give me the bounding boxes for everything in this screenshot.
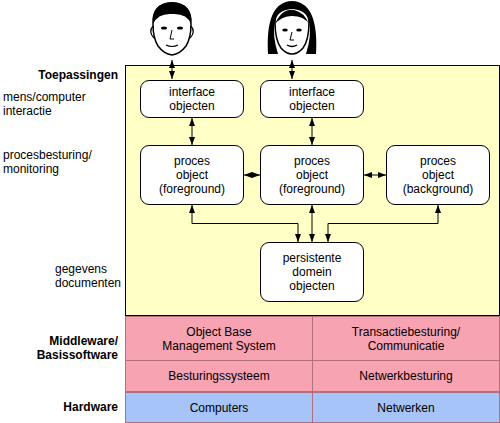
- node-text: proces object (background): [403, 154, 474, 196]
- connector-arrow: [312, 118, 313, 145]
- row-label: gegevens documenten: [55, 262, 123, 290]
- middleware-cell: Netwerkbesturing: [312, 360, 500, 392]
- node-text: interface objecten: [169, 85, 215, 113]
- interface-box: interface objecten: [140, 80, 244, 118]
- hardware-cell: Netwerken: [312, 392, 500, 423]
- user-arrow: [292, 60, 293, 79]
- user-male: [151, 2, 194, 55]
- node-text: Object Base Management System: [157, 325, 282, 353]
- middleware-cell: Transactiebesturing/ Communicatie: [312, 316, 500, 361]
- hardware-band: [125, 392, 500, 423]
- process-box: proces object (foreground): [260, 145, 364, 205]
- connector-arrow: [312, 205, 313, 242]
- node-text: persistente domein objecten: [283, 251, 342, 293]
- node-text: Netwerkbesturing: [359, 369, 452, 383]
- connector-arrow: [364, 175, 386, 176]
- hardware-cell: Computers: [125, 392, 313, 423]
- application-region: [126, 66, 500, 316]
- interface-box: interface objecten: [260, 80, 364, 118]
- row-label: Middleware/ Basissoftware: [3, 334, 118, 362]
- user-female: [268, 1, 317, 54]
- process-box: proces object (foreground): [140, 145, 244, 205]
- domain-box: persistente domein objecten: [260, 242, 364, 302]
- connector-arrow: [328, 205, 438, 242]
- middleware-cell: Besturingssysteem: [125, 360, 313, 392]
- middleware-band: [125, 316, 500, 392]
- connector-arrow: [192, 205, 298, 242]
- node-text: interface objecten: [289, 85, 335, 113]
- process-box: proces object (background): [386, 145, 490, 205]
- row-label: Hardware: [3, 400, 118, 414]
- row-label: mens/computer interactie: [3, 90, 113, 118]
- connector-arrow: [244, 175, 260, 176]
- user-arrow: [172, 60, 173, 79]
- middleware-cell: Object Base Management System: [125, 316, 313, 361]
- node-text: Netwerken: [377, 401, 434, 415]
- node-text: proces object (foreground): [279, 154, 345, 196]
- connector-arrow: [192, 118, 193, 145]
- row-label: Toepassingen: [3, 68, 118, 82]
- node-text: proces object (foreground): [159, 154, 225, 196]
- node-text: Besturingssysteem: [168, 369, 269, 383]
- node-text: Transactiebesturing/ Communicatie: [344, 325, 469, 353]
- row-label: procesbesturing/ monitoring: [3, 148, 113, 176]
- node-text: Computers: [190, 401, 249, 415]
